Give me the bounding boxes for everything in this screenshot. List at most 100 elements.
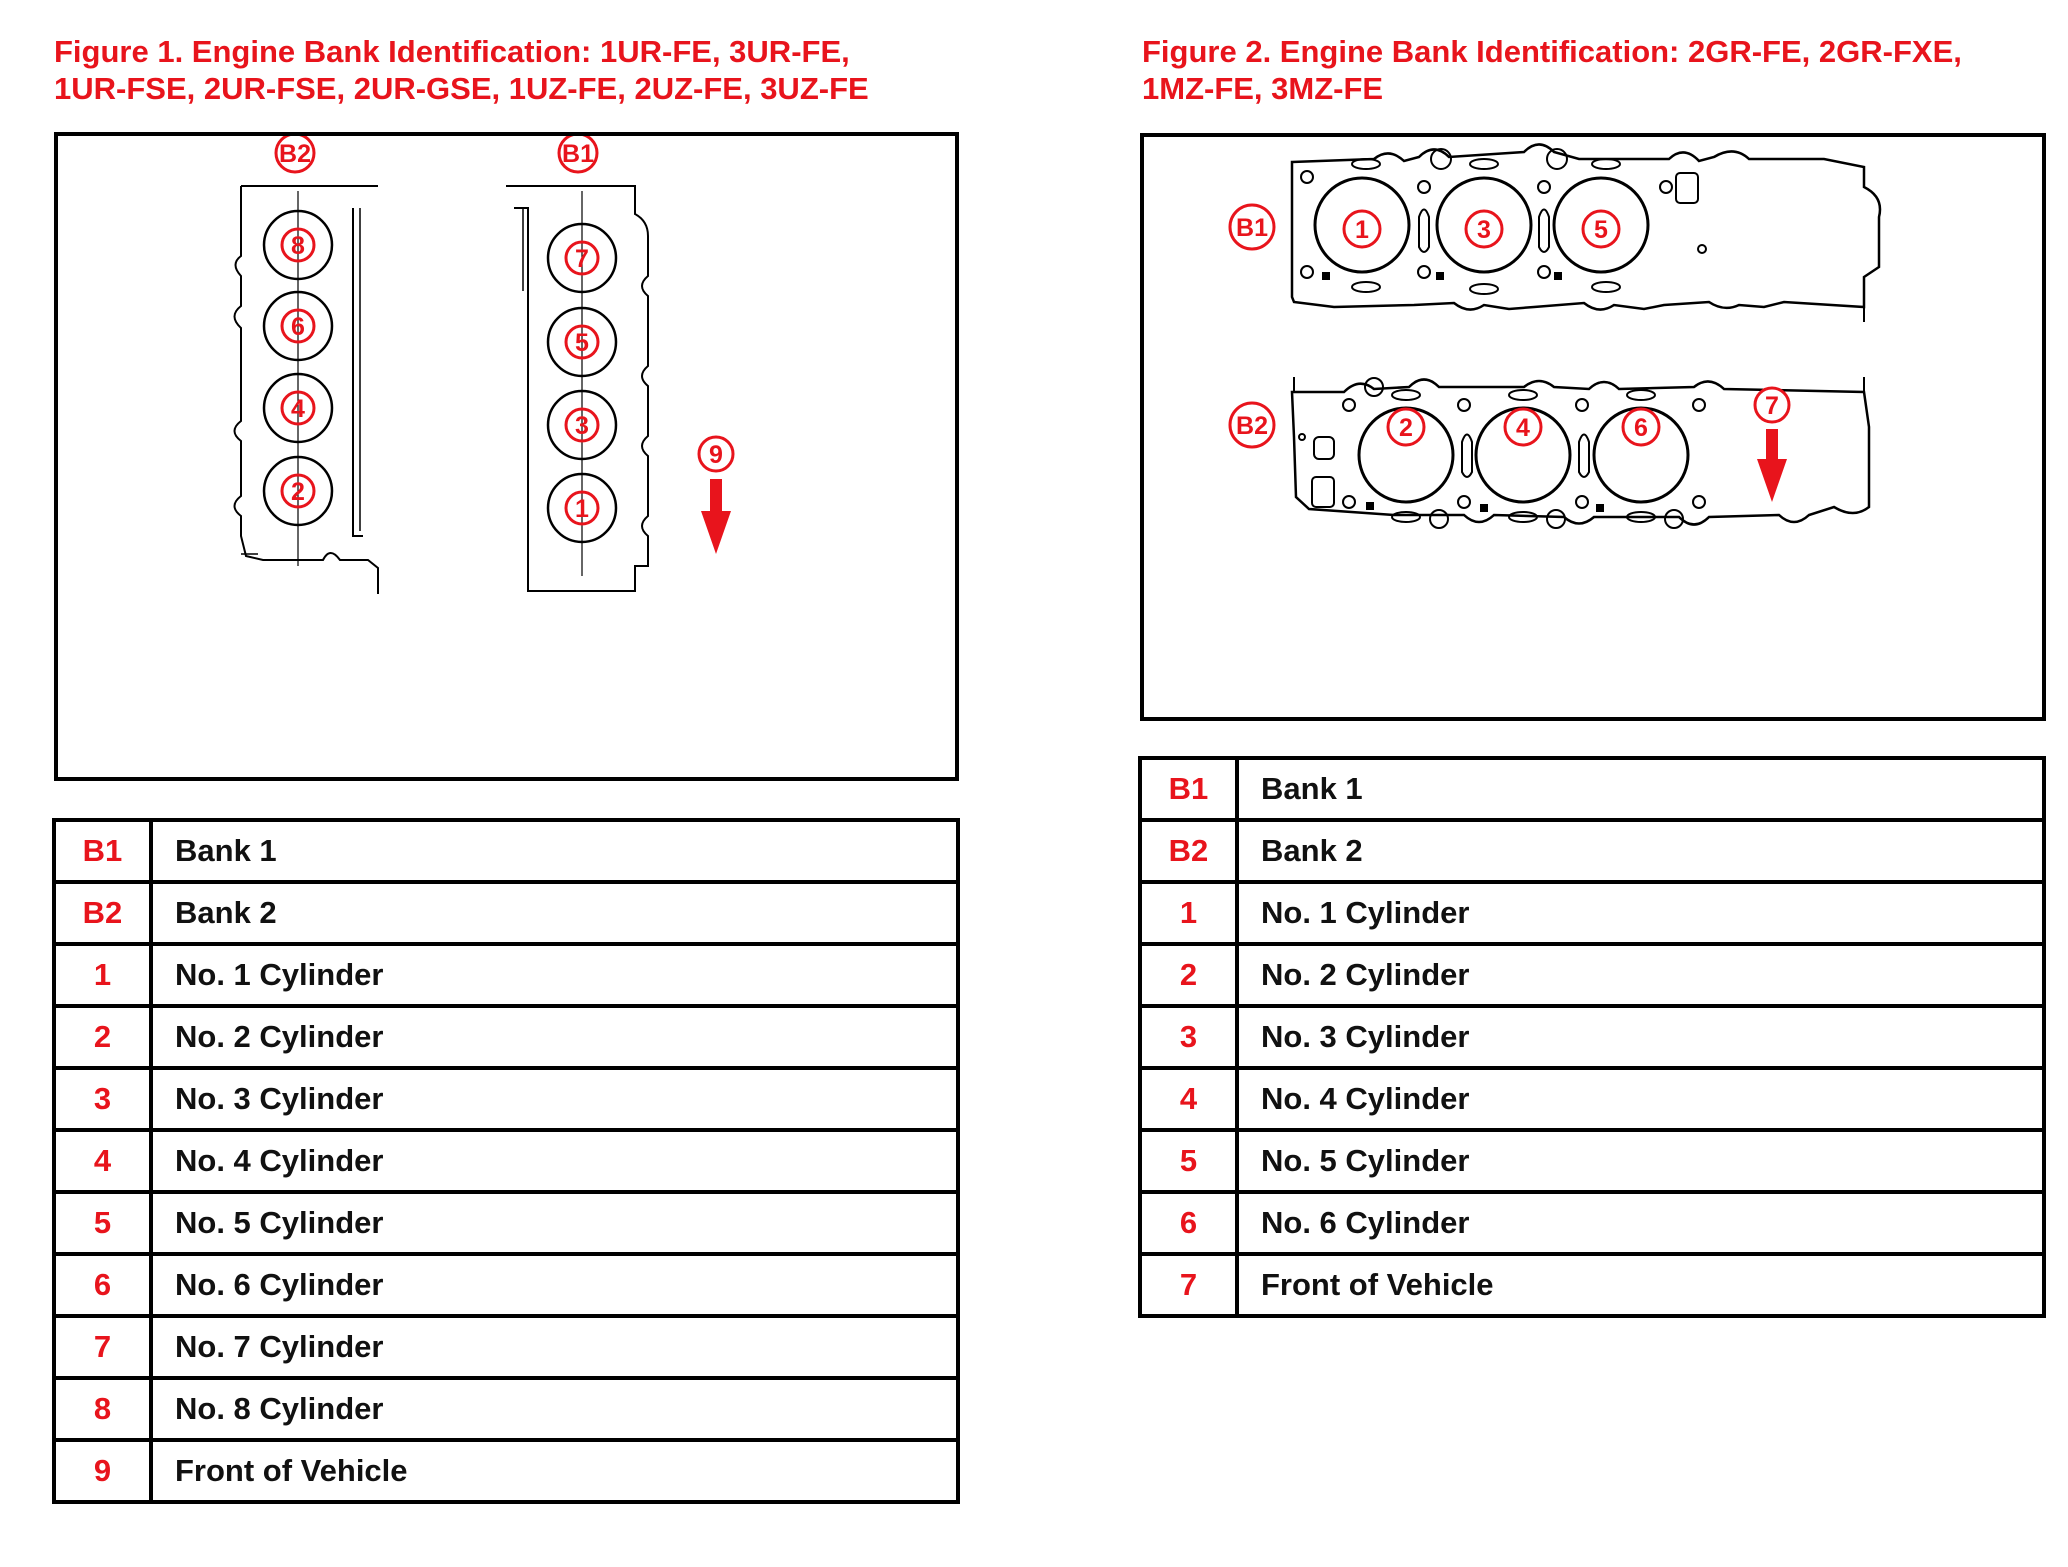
legend-code: 1 [52, 942, 153, 1008]
bank2-marker-label: B2 [1236, 412, 1268, 440]
legend-code: 2 [52, 1004, 153, 1070]
bank2-marker: B2 [274, 136, 316, 174]
cylinder-4: 4 [262, 372, 334, 444]
figure2-title-line2: 1MZ-FE, 3MZ-FE [1142, 71, 1384, 106]
legend-description: Front of Vehicle [1235, 1252, 2046, 1318]
figure1-title-line2: 1UR-FSE, 2UR-FSE, 2UR-GSE, 1UZ-FE, 2UZ-F… [54, 71, 869, 106]
legend-description: Bank 2 [149, 880, 960, 946]
legend-description: No. 2 Cylinder [149, 1004, 960, 1070]
figure1-svg: 8 6 4 2 7 [233, 136, 735, 594]
cylinder-1: 1 [1342, 209, 1382, 249]
cylinder-3: 3 [546, 389, 618, 461]
cylinder-8-label: 8 [291, 232, 305, 260]
legend-code: 7 [1138, 1252, 1239, 1318]
figure1-title-line1: Figure 1. Engine Bank Identification: 1U… [54, 34, 850, 69]
legend-description: Bank 2 [1235, 818, 2046, 884]
legend-description: No. 3 Cylinder [1235, 1004, 2046, 1070]
legend-code: 3 [1138, 1004, 1239, 1070]
legend-code: B2 [1138, 818, 1239, 884]
bank1-gasket [1290, 143, 1882, 322]
legend-description: No. 3 Cylinder [149, 1066, 960, 1132]
bank2-cylinders: 2 4 6 [1386, 407, 1661, 447]
front-of-vehicle-marker: 7 [1753, 386, 1791, 424]
legend-description: No. 1 Cylinder [1235, 880, 2046, 946]
legend-description: No. 4 Cylinder [149, 1128, 960, 1194]
legend-code: 1 [1138, 880, 1239, 946]
legend-code: 5 [1138, 1128, 1239, 1194]
front-arrow-icon [701, 479, 731, 554]
legend-code: 5 [52, 1190, 153, 1256]
legend-description: Bank 1 [149, 818, 960, 884]
cylinder-2-label: 2 [1399, 414, 1413, 442]
bank2-marker: B2 [1228, 401, 1276, 449]
cylinder-6-label: 6 [1634, 414, 1648, 442]
cylinder-3-label: 3 [1477, 216, 1491, 244]
cylinder-6: 6 [1621, 407, 1661, 447]
bank2-marker-label: B2 [279, 140, 311, 168]
legend-description: No. 8 Cylinder [149, 1376, 960, 1442]
legend-description: No. 4 Cylinder [1235, 1066, 2046, 1132]
legend-code: 6 [52, 1252, 153, 1318]
figure2-svg: 1 3 5 2 4 6 [1228, 143, 1882, 529]
cylinder-4-label: 4 [291, 395, 305, 423]
legend-description: No. 5 Cylinder [1235, 1128, 2046, 1194]
cylinder-1: 1 [546, 472, 618, 544]
cylinder-3: 3 [1464, 209, 1504, 249]
front-marker-label: 7 [1765, 392, 1779, 420]
legend-code: 4 [52, 1128, 153, 1194]
bank1-head-outline [506, 185, 649, 592]
legend-description: Bank 1 [1235, 756, 2046, 822]
figure2-title: Figure 2. Engine Bank Identification: 2G… [1142, 33, 1962, 107]
front-of-vehicle-marker: 9 [697, 435, 735, 473]
bank1-marker: B1 [1228, 203, 1276, 251]
legend-description: No. 1 Cylinder [149, 942, 960, 1008]
cylinder-6-label: 6 [291, 313, 305, 341]
cylinder-2-label: 2 [291, 478, 305, 506]
legend-code: 9 [52, 1438, 153, 1504]
legend-code: 8 [52, 1376, 153, 1442]
cylinder-5-label: 5 [575, 329, 589, 357]
legend-description: Front of Vehicle [149, 1438, 960, 1504]
figure1-title: Figure 1. Engine Bank Identification: 1U… [54, 33, 869, 107]
cylinder-2: 2 [262, 455, 334, 527]
legend-code: B1 [1138, 756, 1239, 822]
bank1-marker-label: B1 [562, 140, 594, 168]
bank1-cylinders: 7 5 3 1 [546, 222, 618, 544]
cylinder-5: 5 [1581, 209, 1621, 249]
cylinder-1-label: 1 [1355, 216, 1369, 244]
figure2-diagram: 1 3 5 2 4 6 [1140, 133, 2046, 721]
legend-description: No. 2 Cylinder [1235, 942, 2046, 1008]
cylinder-5: 5 [546, 306, 618, 378]
legend-code: 2 [1138, 942, 1239, 1008]
cylinder-7-label: 7 [575, 245, 589, 273]
bank1-marker-label: B1 [1236, 214, 1268, 242]
bank2-cylinders: 8 6 4 2 [262, 209, 334, 527]
cylinder-5-label: 5 [1594, 216, 1608, 244]
cylinder-8: 8 [262, 209, 334, 281]
legend-code: B1 [52, 818, 153, 884]
figure2-title-line1: Figure 2. Engine Bank Identification: 2G… [1142, 34, 1962, 69]
cylinder-7: 7 [546, 222, 618, 294]
legend-description: No. 5 Cylinder [149, 1190, 960, 1256]
legend-code: 7 [52, 1314, 153, 1380]
cylinder-4: 4 [1503, 407, 1543, 447]
legend-code: 4 [1138, 1066, 1239, 1132]
